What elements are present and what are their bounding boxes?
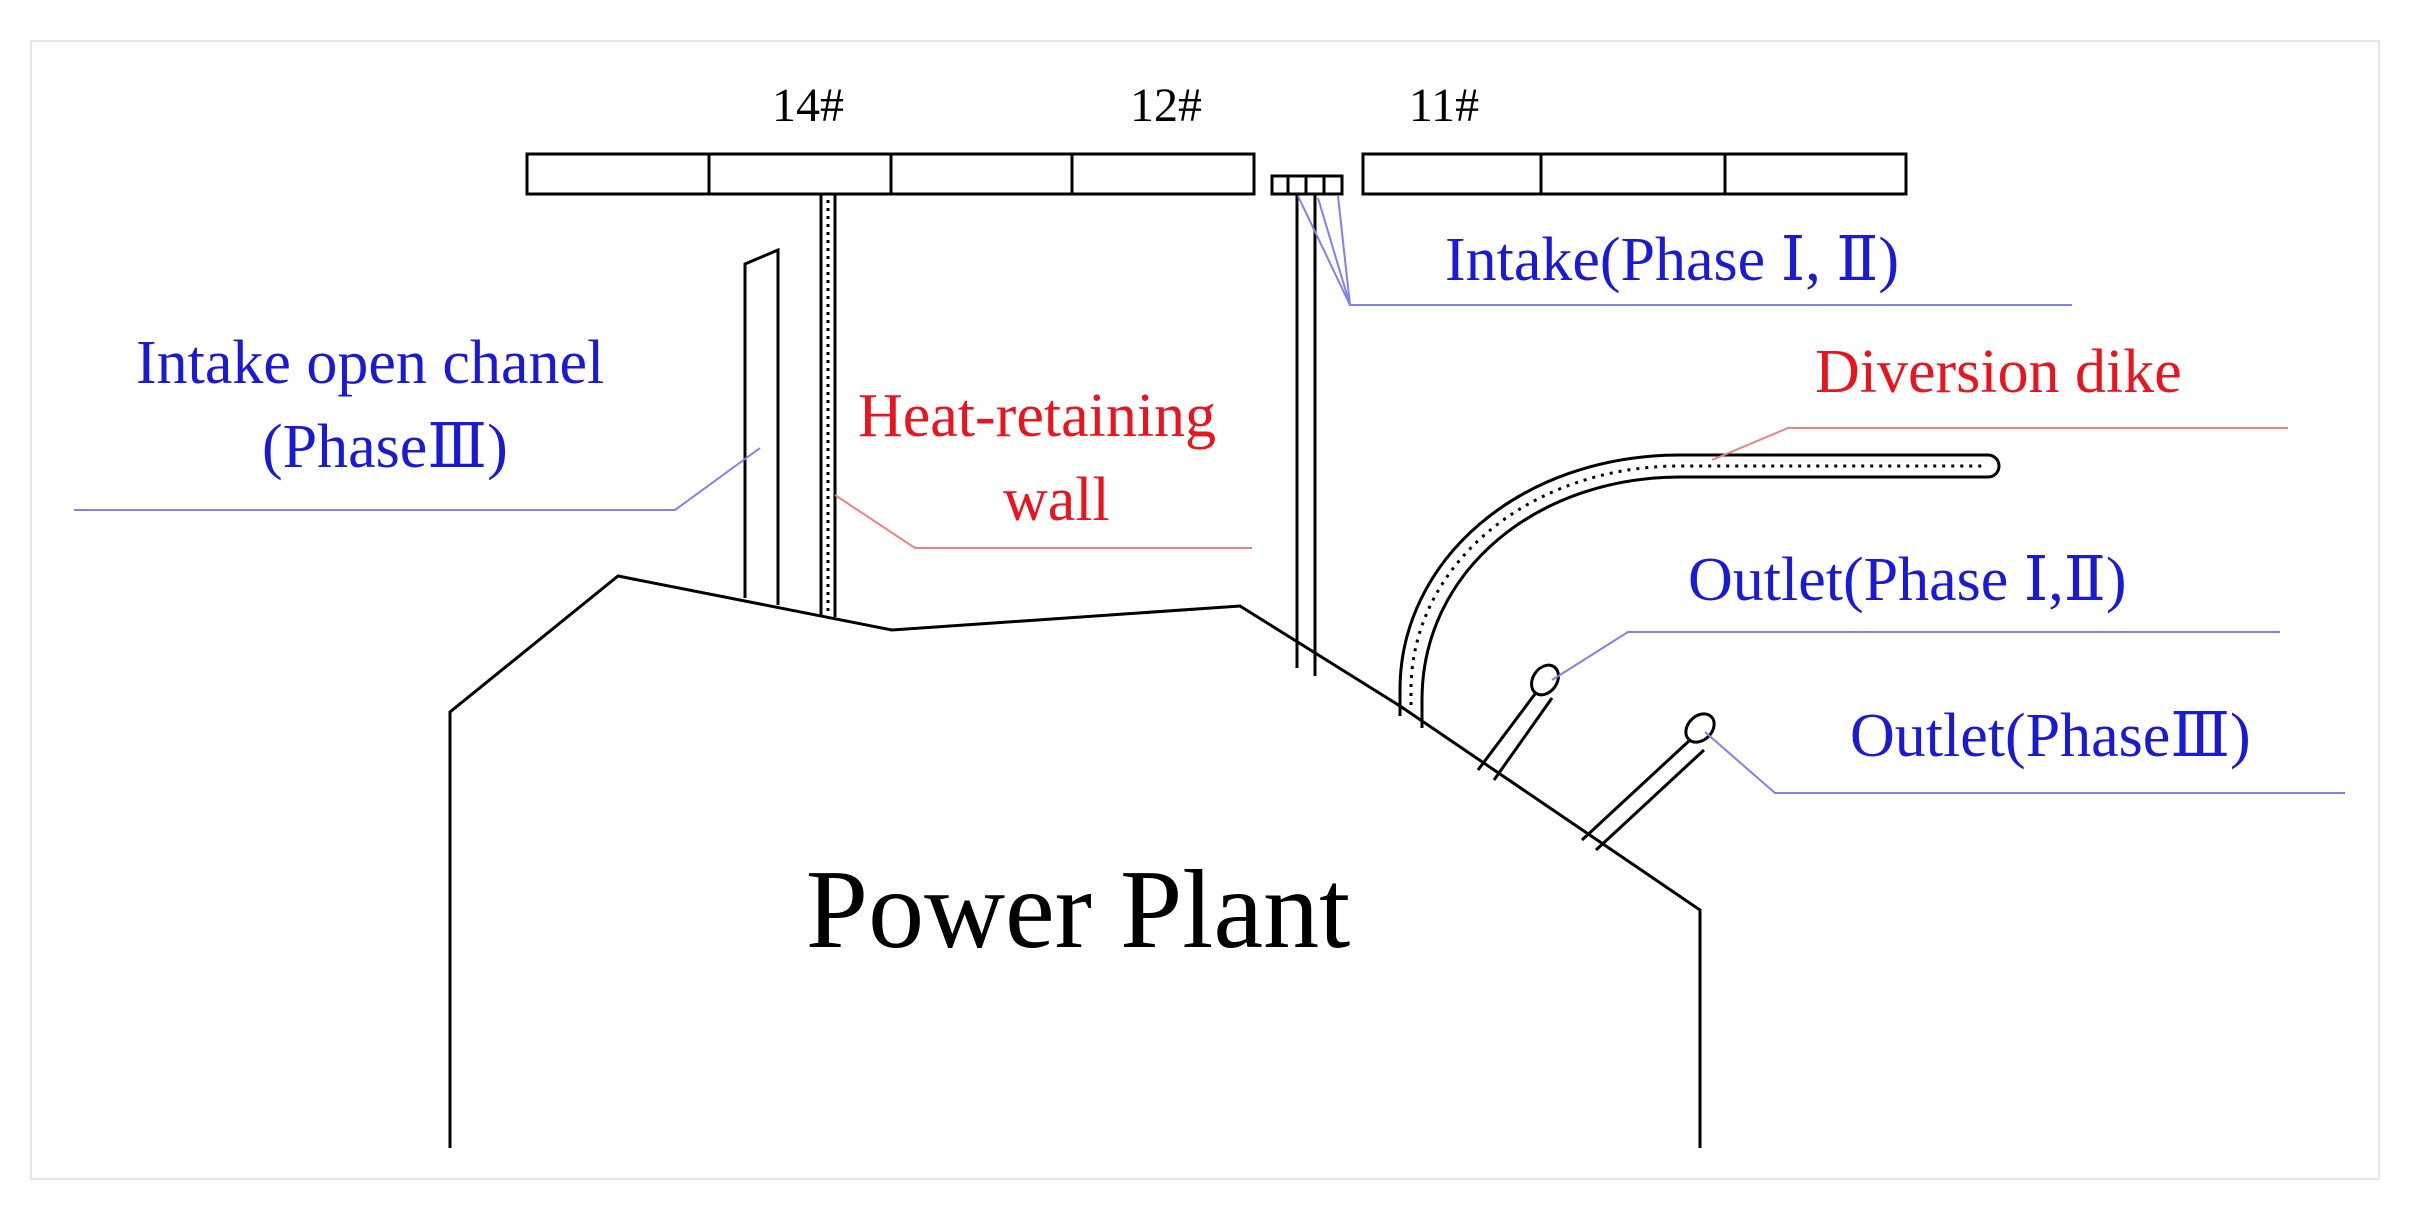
intake-pipe bbox=[1295, 194, 1317, 676]
heat-retaining-wall-label-line2: wall bbox=[1003, 466, 1110, 534]
intake-head-structure bbox=[1270, 174, 1344, 196]
figure-frame bbox=[30, 40, 2380, 1180]
heat-retaining-wall bbox=[819, 194, 837, 617]
outlet-phase-3 bbox=[1580, 712, 1716, 852]
outlet-phase-1-2-label: Outlet(Phase Ⅰ,Ⅱ) bbox=[1688, 546, 2127, 614]
diversion-dike bbox=[1398, 453, 2001, 728]
outlet-phase-3-label: Outlet(PhaseⅢ) bbox=[1850, 702, 2251, 770]
wharf-left bbox=[525, 152, 1256, 196]
heat-retaining-wall-label-line1: Heat-retaining bbox=[858, 382, 1216, 450]
berth-14-label: 14# bbox=[772, 79, 844, 132]
outlet-phase-1-2 bbox=[1476, 663, 1560, 781]
intake-open-channel-label-line2: (PhaseⅢ) bbox=[262, 413, 508, 481]
wharf-right bbox=[1361, 152, 1908, 196]
diversion-dike-label: Diversion dike bbox=[1815, 338, 2182, 406]
berth-11-label: 11# bbox=[1409, 79, 1479, 132]
power-plant-outline bbox=[448, 574, 1702, 1148]
berth-12-label: 12# bbox=[1130, 79, 1202, 132]
intake-phase-1-2-label: Intake(Phase Ⅰ, Ⅱ) bbox=[1445, 226, 1899, 294]
intake-open-channel-label-line1: Intake open chanel bbox=[136, 329, 604, 397]
leader-lines bbox=[74, 195, 2345, 794]
intake-open-channel bbox=[743, 247, 780, 605]
power-plant-label: Power Plant bbox=[806, 848, 1350, 972]
